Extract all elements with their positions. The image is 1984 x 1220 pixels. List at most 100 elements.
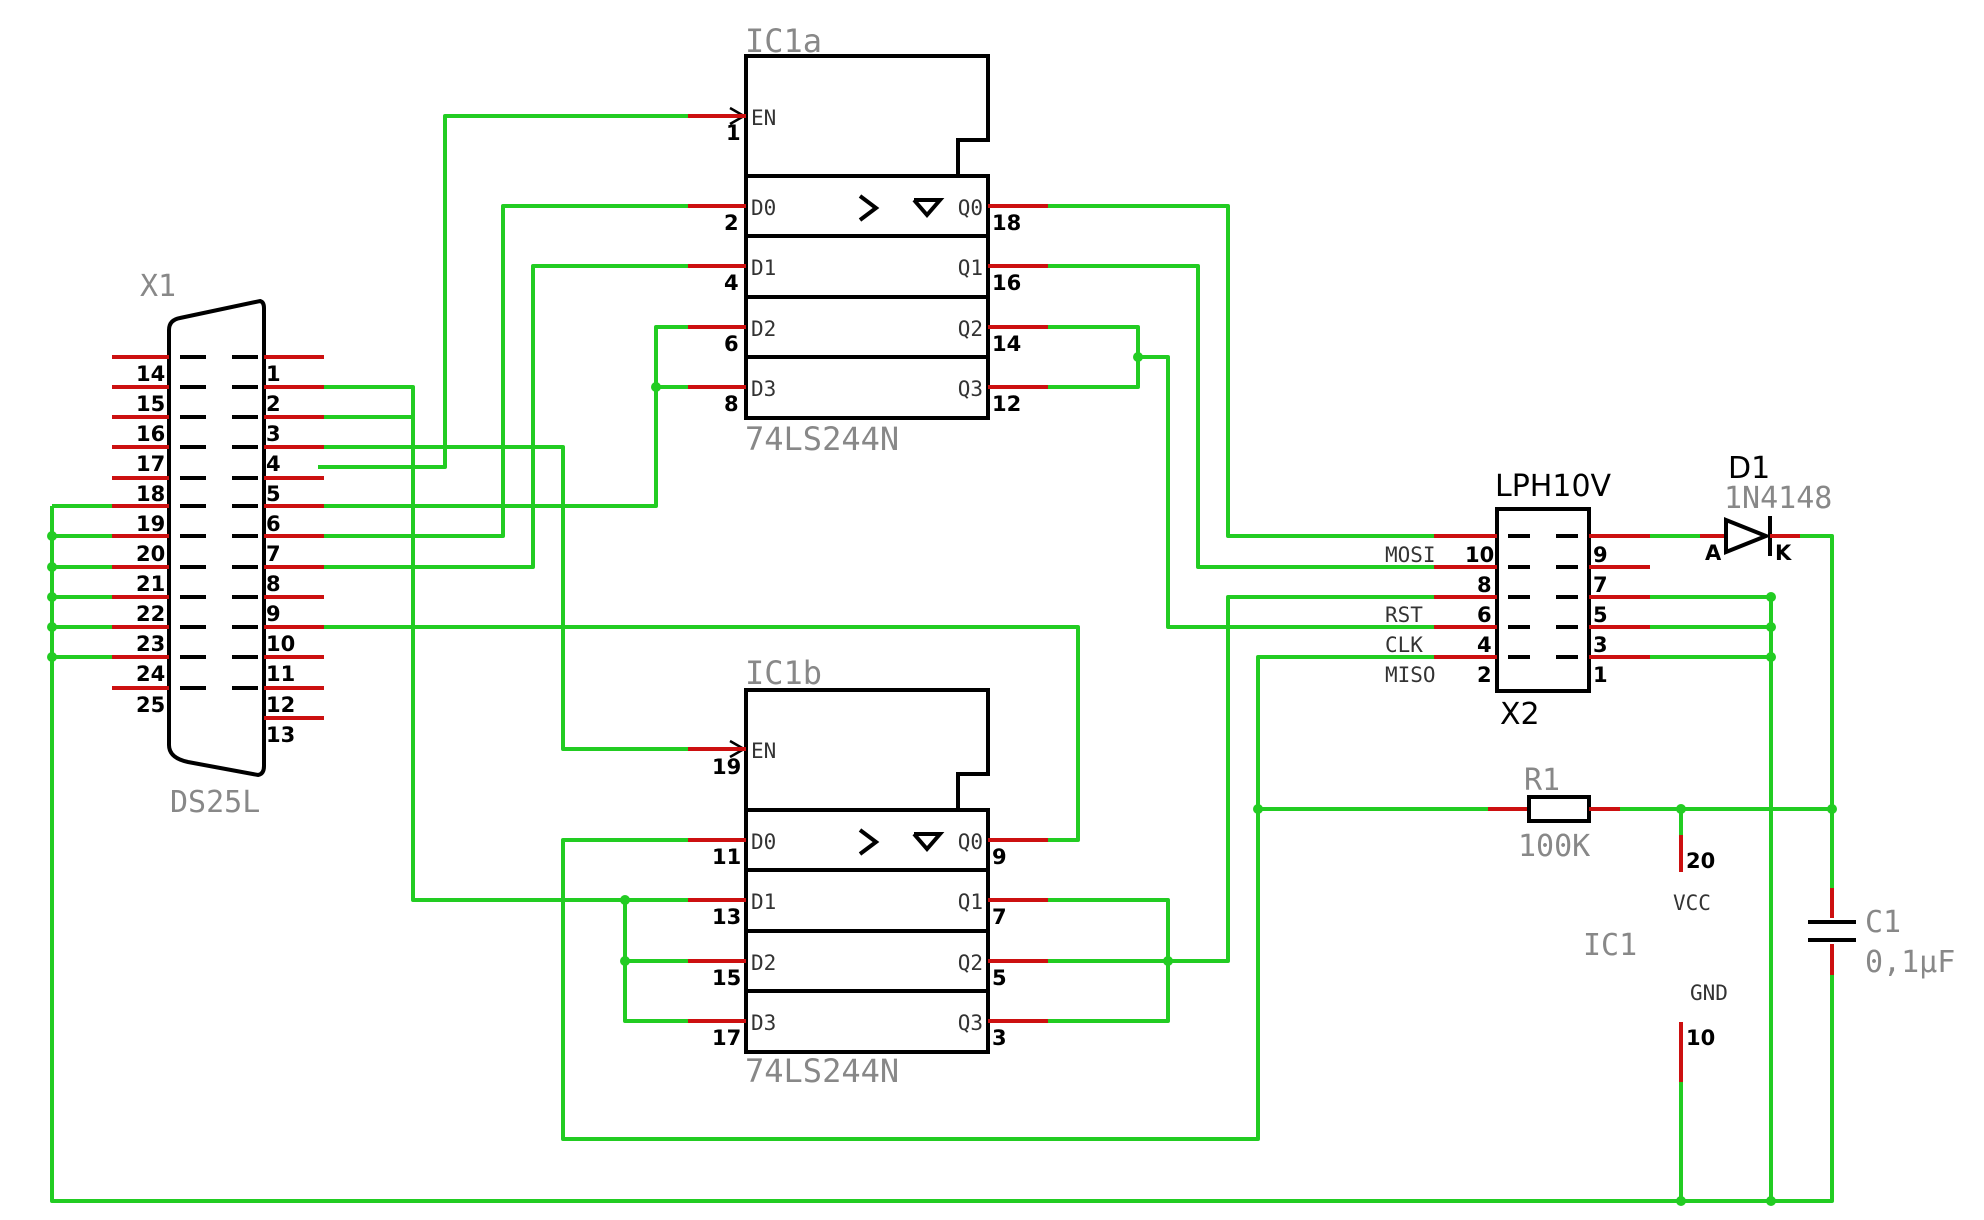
signal-label: RST (1385, 603, 1423, 627)
q-label: Q0 (958, 196, 983, 220)
net-d0-a (318, 204, 688, 538)
net-q23-a (1048, 325, 1140, 389)
pin-number: 17 (136, 452, 165, 476)
buffer-icon (858, 194, 880, 222)
d-label: D1 (751, 256, 776, 280)
buffer-icon (858, 828, 880, 856)
c1-name: C1 (1865, 905, 1901, 940)
pin-number: 11 (266, 662, 295, 686)
pin-number: 17 (712, 1026, 741, 1050)
d-label: D1 (751, 890, 776, 914)
pin-number: 21 (136, 572, 165, 596)
junction (620, 895, 630, 905)
junction (1676, 804, 1686, 814)
d1-value: 1N4148 (1724, 481, 1832, 516)
pin-number: 11 (712, 845, 741, 869)
pin-number: 15 (712, 966, 741, 990)
ic1-name: IC1 (1583, 928, 1637, 963)
signal-label: MOSI (1385, 543, 1436, 567)
x2-body (1495, 507, 1591, 693)
junction (1133, 352, 1143, 362)
junction (47, 652, 57, 662)
pin-number: 16 (136, 422, 165, 446)
pin-number: 3 (266, 422, 281, 446)
pin-number: 7 (266, 542, 281, 566)
en-label: EN (751, 106, 776, 130)
junction (47, 531, 57, 541)
pin-number: 9 (1593, 543, 1608, 567)
net-miso (561, 655, 1434, 1141)
pin-number: 5 (992, 966, 1007, 990)
pin-number: 13 (266, 723, 295, 747)
pin-number: 7 (1593, 573, 1608, 597)
pin-number: 4 (1477, 633, 1492, 657)
x1-name: X1 (140, 269, 176, 304)
r1-name: R1 (1524, 763, 1560, 798)
pin-number: 2 (724, 211, 739, 235)
junction (47, 622, 57, 632)
ic1a: IC1a 74LS244N EN 1 D0 D1 D2 D3 2 4 6 8 Q… (688, 22, 1048, 458)
pin-number: 4 (724, 271, 739, 295)
pin-number: 4 (266, 452, 281, 476)
pin-number: 14 (136, 362, 165, 386)
pin-number: 2 (1477, 663, 1492, 687)
ic1a-name: IC1a (745, 22, 822, 60)
ic1a-value: 74LS244N (745, 420, 899, 458)
diode-d1: D1 1N4148 A K (1700, 451, 1832, 565)
pin-number: 18 (136, 482, 165, 506)
pin-number: 10 (1686, 1026, 1715, 1050)
pin-number: 2 (266, 392, 281, 416)
pin-number: 9 (266, 602, 281, 626)
resistor-icon (1527, 795, 1591, 823)
x1-value: DS25L (170, 785, 260, 820)
junctions (47, 352, 1837, 1206)
junction (1676, 1196, 1686, 1206)
pin-number: 6 (724, 332, 739, 356)
q-label: Q3 (958, 377, 983, 401)
tristate-icon (912, 198, 945, 219)
ic1-power: IC1 20 VCC GND 10 (1583, 835, 1728, 1082)
pin-number: 14 (992, 332, 1021, 356)
ic1b: IC1b 74LS244N EN 19 D0 D1 D2 D3 11 13 15… (688, 654, 1048, 1090)
tristate-icon (912, 832, 945, 853)
junction (47, 592, 57, 602)
connector-x1: X1 DS25L 14 15 16 (112, 269, 324, 820)
pin-number: 1 (266, 362, 281, 386)
cathode-label: K (1775, 541, 1792, 565)
pin-number: 22 (136, 602, 165, 626)
ic1b-name: IC1b (745, 654, 822, 692)
r1-value: 100K (1518, 829, 1590, 864)
q-label: Q0 (958, 830, 983, 854)
d-label: D0 (751, 830, 776, 854)
gnd-label: GND (1690, 981, 1728, 1005)
x1-right-pins: 1 2 3 4 5 6 7 8 9 10 11 12 13 (232, 355, 324, 747)
pin-number: 8 (266, 572, 281, 596)
connector-x2: LPH10V X2 10 8 6 4 2 9 7 5 3 1 MOSI RST … (1385, 469, 1650, 732)
junction (1253, 804, 1263, 814)
en-label: EN (751, 739, 776, 763)
junction (620, 956, 630, 966)
ic1a-enable-block (744, 54, 990, 178)
net-en-b (318, 445, 688, 751)
ic1b-value: 74LS244N (745, 1052, 899, 1090)
pin-number: 1 (726, 121, 741, 145)
q-label: Q2 (958, 317, 983, 341)
pin-number: 23 (136, 632, 165, 656)
pin-number: 8 (1477, 573, 1492, 597)
pin-number: 10 (266, 632, 295, 656)
q-label: Q3 (958, 1011, 983, 1035)
net-rst (1168, 595, 1434, 963)
pin-number: 1 (1593, 663, 1608, 687)
pin-number: 20 (1686, 849, 1715, 873)
pin-number: 24 (136, 662, 165, 686)
pin-number: 12 (266, 693, 295, 717)
x2-value: LPH10V (1495, 469, 1612, 504)
junction (1766, 1196, 1776, 1206)
q-label: Q1 (958, 890, 983, 914)
net-q0-a (1048, 204, 1434, 538)
x1-left-pins: 14 15 16 17 18 19 20 21 22 23 24 25 (112, 355, 206, 717)
diode-icon (1724, 517, 1772, 555)
net-q1-a (1048, 264, 1434, 569)
pin-number: 8 (724, 392, 739, 416)
